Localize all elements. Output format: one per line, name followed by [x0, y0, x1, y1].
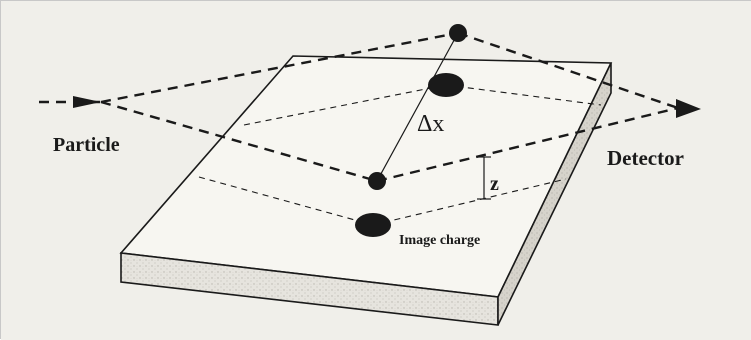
delta-x-label: Δx [417, 111, 444, 137]
detector-label: Detector [607, 146, 684, 170]
particle-label: Particle [53, 134, 120, 156]
z-label: z [490, 173, 499, 195]
trajectory-lower-right [376, 106, 679, 183]
particle-dot-near [368, 172, 386, 190]
image-path-front-right [372, 178, 567, 226]
incoming-arrowhead [73, 96, 101, 108]
image-charge-dot-near [355, 213, 391, 237]
dielectric-slab [119, 55, 613, 326]
delta-x-line [376, 32, 459, 182]
detector-arrowhead [676, 99, 701, 118]
trajectory-upper-right [457, 31, 679, 110]
image-charge-dot-far [428, 73, 464, 97]
image-path [198, 84, 602, 226]
image-path-back-left [243, 84, 447, 126]
particle-trajectory [100, 31, 679, 183]
trajectory-lower-left [100, 100, 378, 183]
image-path-front-left [198, 176, 374, 226]
image-path-back-right [445, 84, 602, 106]
slab-side-face [497, 62, 612, 326]
particle-dot-far [449, 24, 467, 42]
trajectory-upper-left [100, 31, 459, 104]
image-charge-label: Image charge [399, 233, 480, 248]
